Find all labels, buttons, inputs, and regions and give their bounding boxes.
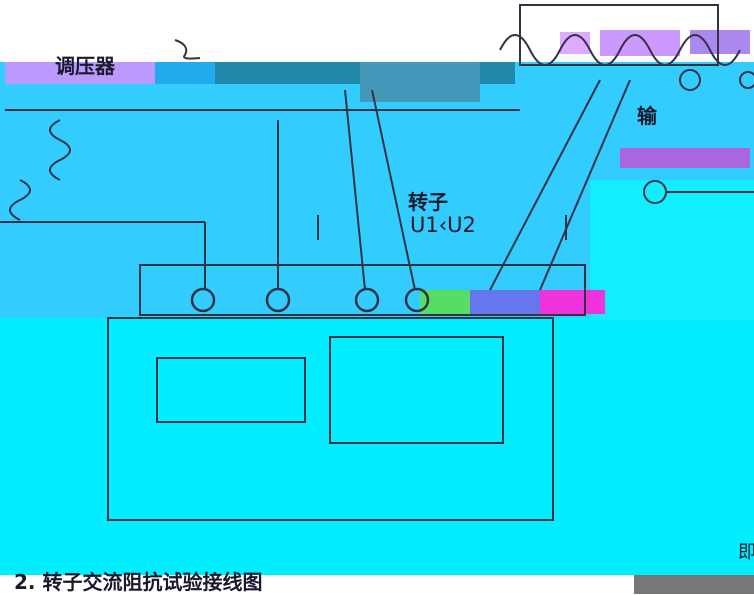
wire-to-terminal-4 — [371, 89, 416, 291]
artifact-magenta — [540, 290, 605, 314]
wire-to-terminal-3 — [344, 89, 366, 291]
terminal-3 — [354, 287, 380, 313]
left-coil-upper — [49, 119, 71, 181]
rotor-terminals-label: U1‹U2 — [410, 213, 476, 237]
compression-artifacts — [5, 30, 750, 314]
right-cyan-block — [590, 180, 754, 320]
terminal-panel — [139, 264, 586, 316]
artifact-purple-1 — [5, 62, 155, 84]
terminal-1 — [190, 287, 216, 313]
bottom-right-gray-band — [634, 575, 754, 594]
top-right-circle-2 — [739, 71, 754, 89]
artifact-purple-5 — [620, 148, 750, 168]
wire-to-right-2 — [539, 79, 631, 291]
artifact-purple-4 — [690, 30, 750, 54]
terminal-2 — [265, 287, 291, 313]
instrument-display-left — [156, 357, 306, 423]
top-squiggle — [174, 39, 201, 60]
right-edge-label: 即 — [738, 542, 754, 563]
top-right-circle — [679, 69, 701, 91]
wire-to-right-1 — [489, 79, 601, 291]
terminal-4 — [404, 287, 430, 313]
artifact-dark-2 — [360, 62, 480, 102]
top-left-label: 调压器 — [55, 54, 115, 78]
bottom-caption-band — [0, 575, 634, 594]
waveform-line — [499, 34, 741, 66]
bottom-caption: 2. 转子交流阻抗试验接线图 — [14, 570, 263, 594]
instrument-body — [107, 317, 554, 521]
instrument-display-right — [329, 336, 504, 444]
lower-cyan-region — [0, 318, 754, 594]
left-coil-lower — [9, 179, 31, 221]
artifact-purple-3 — [600, 30, 680, 56]
rotor-label: 转子 — [408, 190, 448, 214]
artifact-blue-2 — [470, 290, 540, 314]
artifact-blue-1 — [155, 62, 215, 84]
waveform-box — [519, 4, 719, 66]
output-label-partial: 输 — [637, 104, 657, 128]
